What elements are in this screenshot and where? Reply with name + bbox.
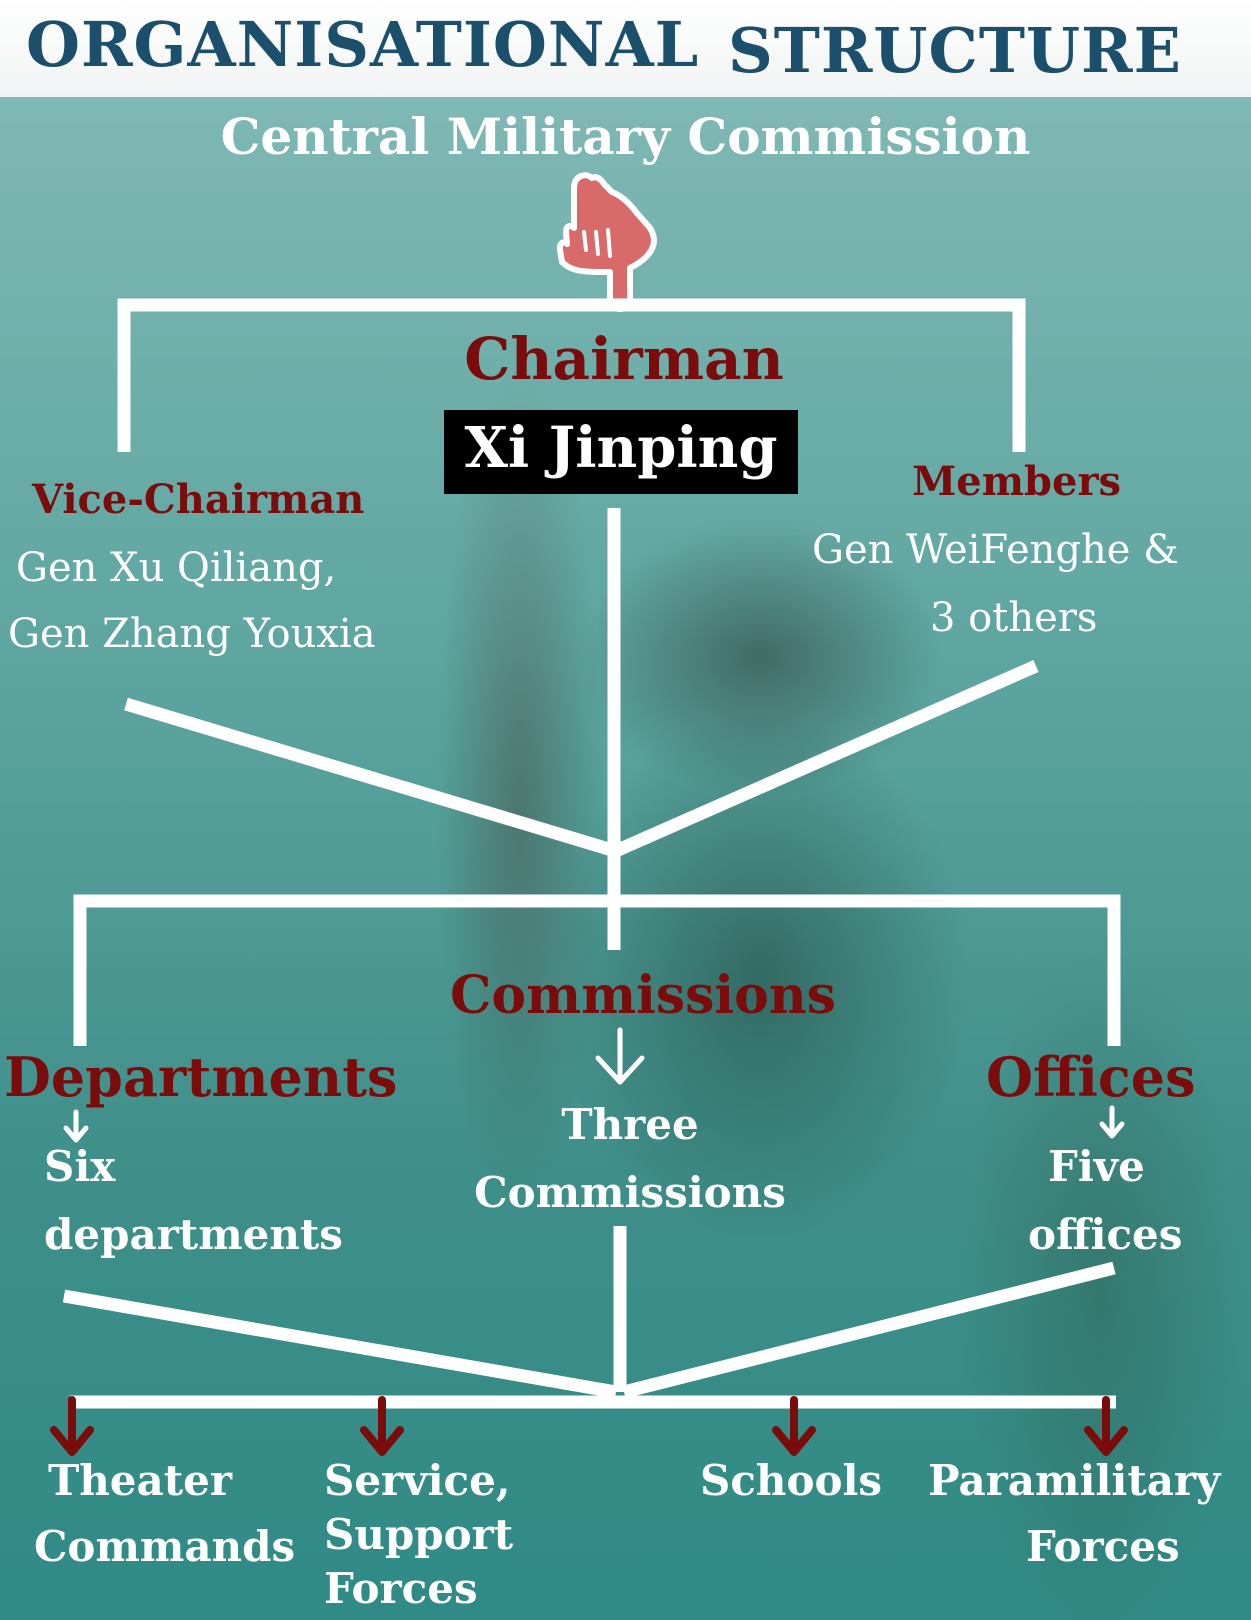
service-arrow-icon	[360, 1396, 404, 1456]
chairman-name: Xi Jinping	[464, 415, 778, 481]
theater-line1: Theater	[48, 1456, 232, 1505]
theater-line2: Commands	[34, 1522, 296, 1571]
departments-arrow-icon	[63, 1109, 89, 1143]
departments-title: Departments	[4, 1045, 398, 1109]
second-bracket	[73, 894, 1121, 1046]
members-line2: 3 others	[930, 595, 1098, 641]
departments-line1: Six	[44, 1142, 116, 1191]
small-arrows	[63, 1027, 1125, 1143]
red-arrows	[50, 1396, 1128, 1456]
vice-chairman-line1: Gen Xu Qiliang,	[16, 545, 337, 591]
chairman-role: Chairman	[464, 325, 784, 393]
paramilitary-arrow-icon	[1084, 1396, 1128, 1456]
members-connector	[615, 660, 1039, 856]
schools-arrow-icon	[772, 1396, 816, 1456]
members-role: Members	[912, 458, 1122, 505]
commissions-title: Commissions	[450, 965, 836, 1026]
paramilitary-line2: Forces	[1026, 1522, 1180, 1571]
offices-title: Offices	[986, 1045, 1196, 1109]
service-line3: Forces	[324, 1564, 478, 1613]
page-title-part2: STRUCTURE	[728, 14, 1182, 87]
pointing-hand-down-icon	[556, 172, 657, 312]
vice-chairman-connector	[124, 697, 614, 857]
page-title-part1: ORGANISATIONAL	[26, 8, 700, 81]
commissions-line2: Commissions	[474, 1168, 786, 1217]
vice-chairman-line2: Gen Zhang Youxia	[8, 611, 376, 657]
header-banner: ORGANISATIONAL STRUCTURE	[0, 0, 1251, 97]
chairman-name-box: Xi Jinping	[444, 410, 798, 494]
central-military-commission-title: Central Military Commission	[220, 107, 1031, 166]
departments-connector	[62, 1289, 618, 1399]
vice-chairman-role: Vice-Chairman	[32, 476, 365, 523]
departments-line2: departments	[44, 1210, 343, 1259]
top-bracket	[117, 298, 1026, 452]
service-line1: Service,	[324, 1456, 511, 1505]
theater-arrow-icon	[50, 1396, 94, 1456]
commissions-arrow-icon	[595, 1027, 645, 1085]
commissions-line1: Three	[561, 1100, 699, 1149]
members-line1: Gen WeiFenghe &	[812, 527, 1179, 573]
paramilitary-line1: Paramilitary	[928, 1456, 1221, 1505]
offices-arrow-icon	[1099, 1105, 1125, 1139]
connector-lines	[62, 298, 1121, 1409]
offices-line1: Five	[1048, 1142, 1145, 1191]
offices-connector	[622, 1261, 1116, 1399]
service-line2: Support	[324, 1510, 514, 1559]
schools-line1: Schools	[700, 1456, 883, 1505]
offices-line2: offices	[1028, 1210, 1183, 1259]
